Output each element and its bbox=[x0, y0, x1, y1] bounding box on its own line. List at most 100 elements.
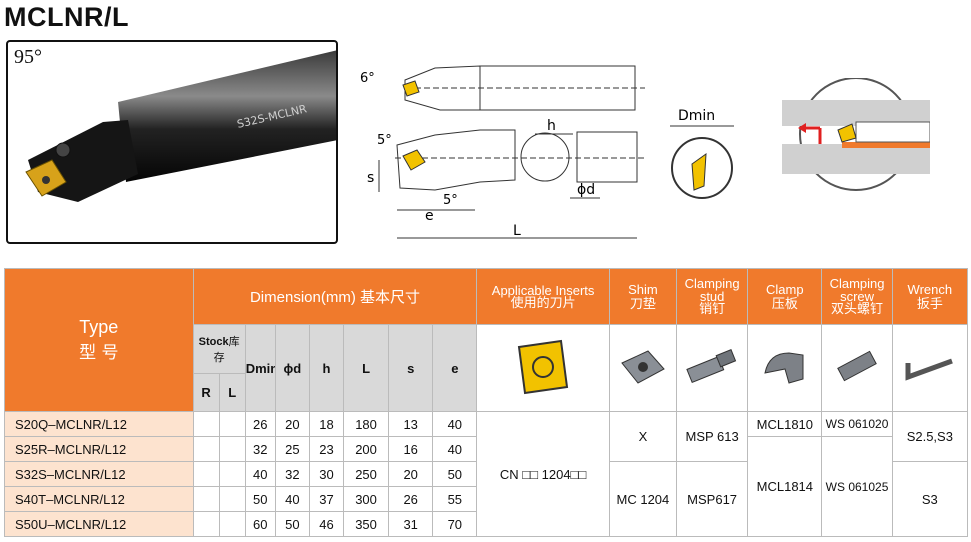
angle-top: 6° bbox=[360, 71, 375, 86]
d-cell: 40 bbox=[274, 486, 310, 512]
boring-bar-image: S32S-MCLNR bbox=[25, 50, 336, 202]
L-cell: 300 bbox=[342, 486, 390, 512]
stock-l-cell bbox=[218, 486, 246, 512]
dmin-cell: 40 bbox=[244, 461, 276, 487]
stock-l-cell bbox=[218, 461, 246, 487]
L-cell: 180 bbox=[342, 411, 390, 437]
col-s: s bbox=[388, 324, 434, 412]
col-d: ϕd bbox=[274, 324, 310, 412]
dim-L: L bbox=[513, 223, 521, 239]
s-cell: 20 bbox=[388, 461, 434, 487]
detail-view bbox=[782, 78, 930, 191]
stock-label: Stock bbox=[198, 335, 229, 348]
stock-r-cell bbox=[192, 486, 220, 512]
insert-cell: CN □□ 1204□□ bbox=[476, 411, 610, 537]
insert-icon bbox=[517, 339, 569, 394]
screw-icon bbox=[837, 350, 877, 381]
spec-table: Type 型 号 Dimension(mm) 基本尺寸 Applicable I… bbox=[4, 268, 969, 537]
type-cell: S20Q–MCLNR/L12 bbox=[4, 411, 194, 437]
stud-image bbox=[675, 324, 749, 412]
clamp-cell-a: MCL1810 bbox=[747, 411, 823, 437]
stock-l-cell bbox=[218, 411, 246, 437]
e-cell: 40 bbox=[432, 436, 478, 462]
stock-l-cell bbox=[218, 436, 246, 462]
shim-image bbox=[608, 324, 678, 412]
e-cell: 50 bbox=[432, 461, 478, 487]
screw-zh: 双头螺钉 bbox=[831, 302, 884, 317]
stud-en: Clamping stud bbox=[684, 276, 740, 304]
L-cell: 350 bbox=[342, 511, 390, 537]
h-cell: 46 bbox=[308, 511, 345, 537]
s-cell: 13 bbox=[388, 411, 434, 437]
dimension-header: Dimension(mm) 基本尺寸 bbox=[192, 268, 478, 325]
stud-cell-b: MSP617 bbox=[675, 461, 749, 537]
h-cell: 18 bbox=[308, 411, 345, 437]
stock-r-cell bbox=[192, 411, 220, 437]
clamp-image bbox=[747, 324, 823, 412]
approach-angle-label: 95° bbox=[14, 46, 42, 68]
wrench-en: Wrench bbox=[907, 281, 953, 297]
s-cell: 31 bbox=[388, 511, 434, 537]
h-cell: 37 bbox=[308, 486, 345, 512]
screw-image bbox=[821, 324, 893, 412]
stock-r-cell bbox=[192, 461, 220, 487]
screw-en: Clamping screw bbox=[829, 276, 885, 304]
inserts-zh: 使用的刀片 bbox=[510, 295, 576, 311]
d-cell: 32 bbox=[274, 461, 310, 487]
col-L: L bbox=[342, 324, 390, 412]
shim-en: Shim bbox=[628, 281, 658, 297]
table-row: S20Q–MCLNR/L12 26 20 18 180 13 40 CN □□ … bbox=[4, 411, 969, 537]
e-cell: 55 bbox=[432, 486, 478, 512]
s-cell: 16 bbox=[388, 436, 434, 462]
stock-r-cell bbox=[192, 436, 220, 462]
shim-icon bbox=[621, 349, 665, 384]
col-dmin: Dmin bbox=[244, 324, 276, 412]
col-e: e bbox=[432, 324, 478, 412]
dmin-cell: 32 bbox=[244, 436, 276, 462]
technical-drawing: 6° 5° 5° h s e ϕd L bbox=[360, 65, 645, 239]
stud-icon bbox=[686, 348, 737, 383]
shim-cell-b: MC 1204 bbox=[608, 461, 678, 537]
h-cell: 23 bbox=[308, 436, 345, 462]
type-cell: S25R–MCLNR/L12 bbox=[4, 436, 194, 462]
shim-zh: 刀垫 bbox=[629, 296, 656, 312]
wrench-cell-a: S2.5,S3 bbox=[891, 411, 969, 462]
shim-cell-a: X bbox=[608, 411, 678, 462]
angle-bottom: 5° bbox=[443, 193, 458, 208]
type-header: Type 型 号 bbox=[4, 268, 194, 412]
product-photo: 95° S32S-MCLNR bbox=[6, 40, 338, 244]
type-cell: S40T–MCLNR/L12 bbox=[4, 486, 194, 512]
dim-dmin: Dmin bbox=[678, 108, 715, 124]
d-cell: 50 bbox=[274, 511, 310, 537]
insert-image bbox=[476, 324, 610, 412]
angle-side: 5° bbox=[377, 133, 392, 148]
d-cell: 20 bbox=[274, 411, 310, 437]
stock-label-zh: 库存 bbox=[213, 334, 240, 364]
table-row: S25R–MCLNR/L12 32 25 23 200 16 40 MCL181… bbox=[4, 436, 968, 537]
type-cell: S32S–MCLNR/L12 bbox=[4, 461, 194, 487]
wrench-icon bbox=[905, 358, 953, 381]
wrench-cell-b: S3 bbox=[891, 461, 969, 537]
type-label-zh: 型 号 bbox=[79, 343, 119, 363]
inserts-en: Applicable Inserts bbox=[491, 282, 595, 298]
table-row: S40T–MCLNR/L12 50 40 37 300 26 55 bbox=[4, 486, 968, 512]
e-cell: 70 bbox=[432, 511, 478, 537]
L-cell: 200 bbox=[342, 436, 390, 462]
page-title: MCLNR/L bbox=[4, 2, 129, 32]
d-cell: 25 bbox=[274, 436, 310, 462]
screw-cell-a: WS 061020 bbox=[821, 411, 893, 437]
col-h: h bbox=[308, 324, 345, 412]
dmin-cell: 26 bbox=[244, 411, 276, 437]
table-row: S50U–MCLNR/L12 60 50 46 350 31 70 bbox=[4, 511, 968, 537]
screw-cell-b: WS 061025 bbox=[821, 436, 893, 537]
wrench-image bbox=[891, 324, 969, 412]
h-cell: 30 bbox=[308, 461, 345, 487]
wrench-zh: 扳手 bbox=[916, 296, 943, 312]
dmin-cell: 60 bbox=[244, 511, 276, 537]
stud-zh: 销钉 bbox=[699, 302, 726, 317]
stock-l: L bbox=[218, 372, 246, 413]
dim-s: s bbox=[367, 170, 374, 186]
clamp-cell-b: MCL1814 bbox=[747, 436, 823, 537]
